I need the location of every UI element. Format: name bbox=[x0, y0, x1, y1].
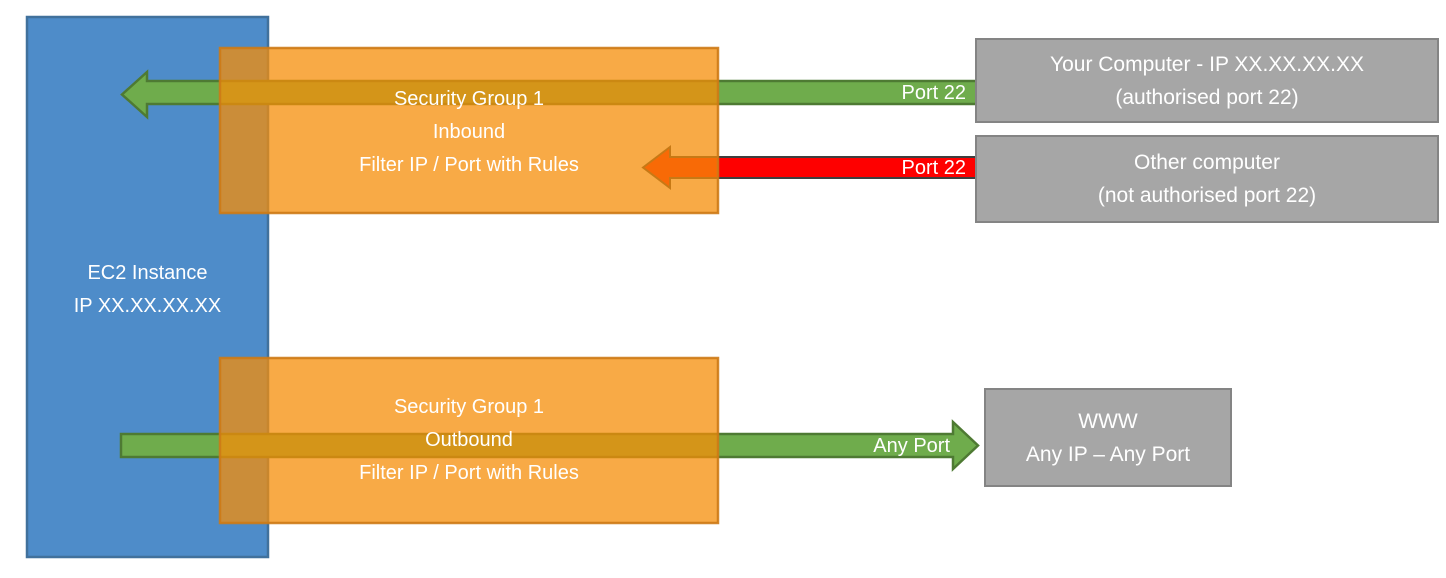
inbound-blocked-port-label: Port 22 bbox=[901, 157, 966, 179]
security-group-outbound-shape bbox=[218, 356, 720, 525]
your-computer-line2: (authorised port 22) bbox=[1115, 85, 1299, 109]
sg-outbound-line1: Security Group 1 bbox=[393, 396, 545, 418]
other-computer-box: Other computer (not authorised port 22) bbox=[975, 135, 1439, 223]
security-group-inbound-label: Security Group 1 Inbound Filter IP / Por… bbox=[220, 83, 718, 182]
ec2-instance-label: EC2 Instance IP XX.XX.XX.XX bbox=[27, 257, 268, 323]
your-computer-box: Your Computer - IP XX.XX.XX.XX (authoris… bbox=[975, 38, 1439, 123]
security-group-outbound-label: Security Group 1 Outbound Filter IP / Po… bbox=[220, 391, 718, 490]
sg-outbound-line3: Filter IP / Port with Rules bbox=[359, 462, 579, 484]
sg-inbound-line2: Inbound bbox=[432, 121, 506, 143]
sg-inbound-line3: Filter IP / Port with Rules bbox=[359, 154, 579, 176]
your-computer-line1: Your Computer - IP XX.XX.XX.XX bbox=[1050, 52, 1364, 76]
www-line1: WWW bbox=[1078, 409, 1138, 433]
sg-inbound-line1: Security Group 1 bbox=[393, 88, 545, 110]
www-box: WWW Any IP – Any Port bbox=[984, 388, 1232, 487]
security-group-inbound-shape bbox=[218, 46, 720, 215]
other-computer-line2: (not authorised port 22) bbox=[1097, 184, 1317, 207]
ec2-instance-label-line2: IP XX.XX.XX.XX bbox=[73, 295, 222, 317]
www-line2: Any IP – Any Port bbox=[1025, 442, 1191, 466]
inbound-allowed-port-label: Port 22 bbox=[901, 82, 966, 104]
ec2-instance-label-line1: EC2 Instance bbox=[87, 262, 208, 284]
outbound-any-port-label: Any Port bbox=[873, 435, 950, 457]
other-computer-line1: Other computer bbox=[1134, 151, 1280, 174]
sg-outbound-line2: Outbound bbox=[425, 429, 513, 451]
